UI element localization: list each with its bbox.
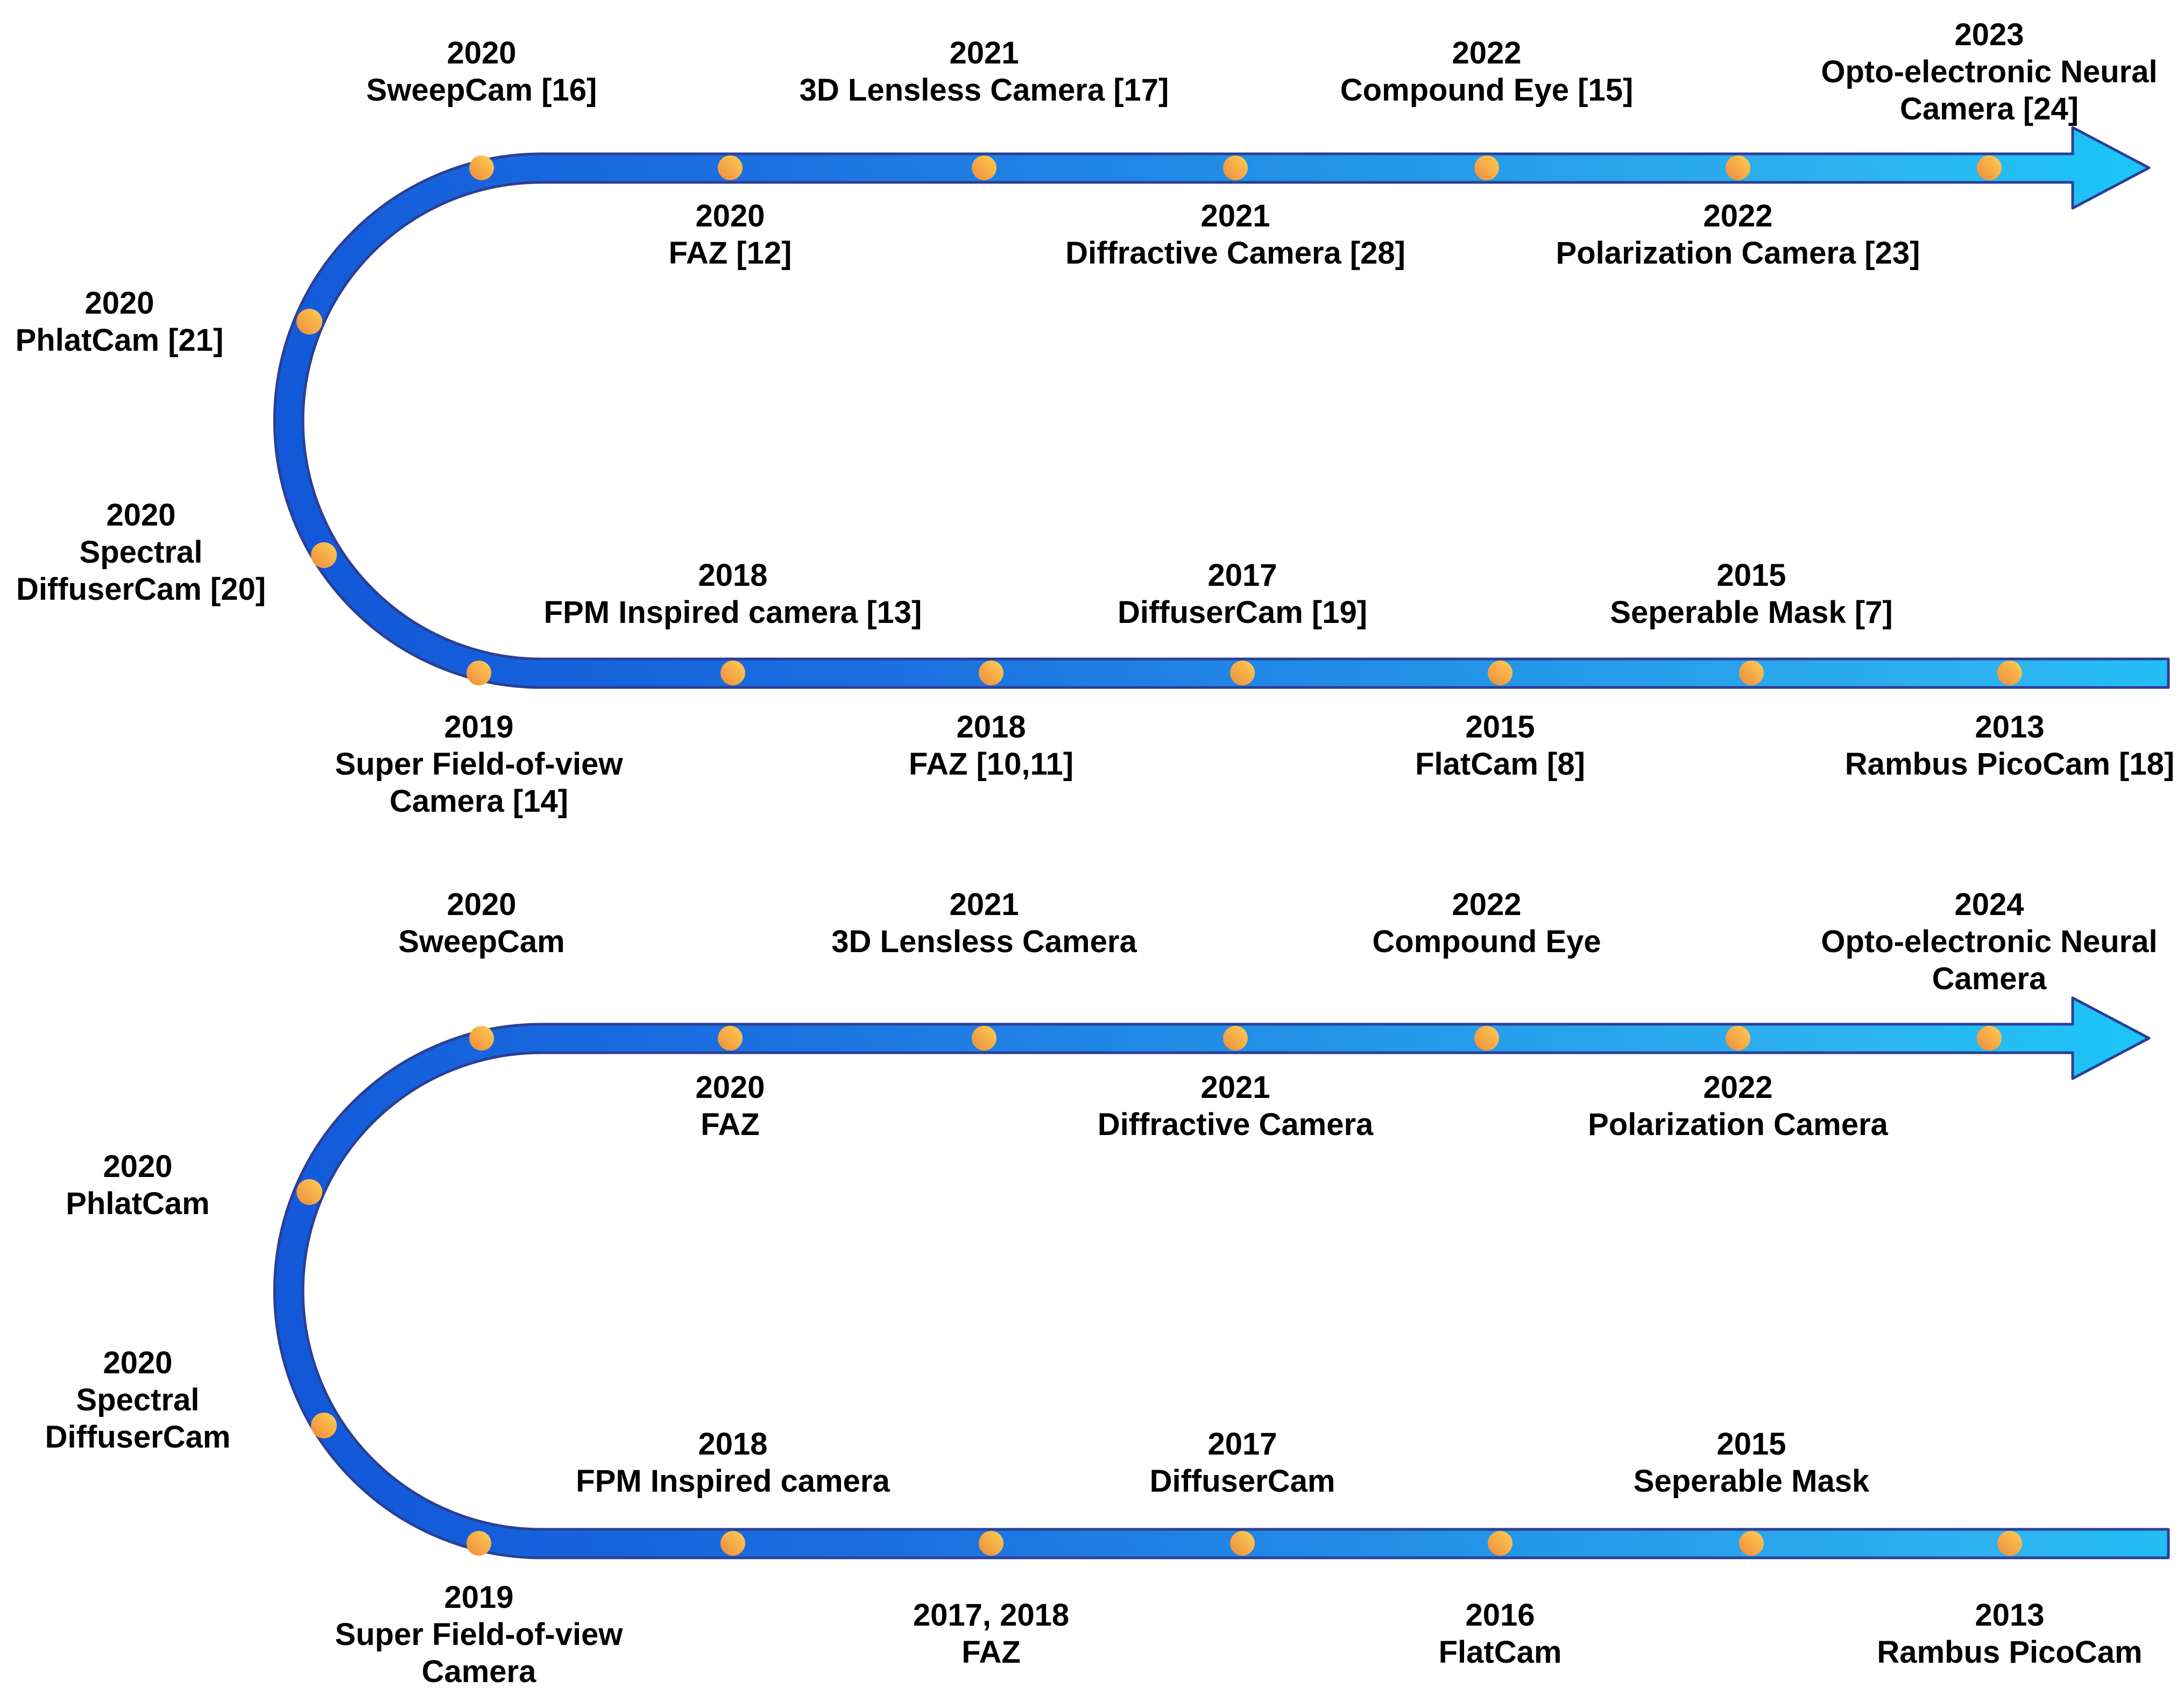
timeline-dots-2 xyxy=(296,1026,2022,1556)
label-spectral-diffusercam: 2020 Spectral DiffuserCam [20] xyxy=(16,498,266,607)
label-sweepcam: 2020 SweepCam xyxy=(398,887,565,959)
label-diffractive-camera: 2021 Diffractive Camera [28] xyxy=(1065,198,1405,271)
label-3d-lensless-camera: 2021 3D Lensless Camera xyxy=(831,887,1137,959)
label-3d-lensless-camera: 2021 3D Lensless Camera [17] xyxy=(799,36,1169,108)
timeline-dot xyxy=(1977,1026,2002,1051)
label-diffusercam: 2017 DiffuserCam [19] xyxy=(1117,558,1368,630)
timeline-dot xyxy=(1977,155,2002,180)
timeline-dots-1 xyxy=(296,155,2022,685)
label-diffusercam: 2017 DiffuserCam xyxy=(1149,1427,1335,1499)
timeline-dot xyxy=(1726,1026,1750,1051)
timeline-dot xyxy=(296,309,322,335)
timeline-dot xyxy=(1488,1531,1512,1556)
label-flatcam: 2016 FlatCam xyxy=(1438,1598,1562,1670)
label-polarization-camera: 2022 Polarization Camera [23] xyxy=(1556,198,1920,271)
label-super-field-of-view-camera: 2019 Super Field-of-view Camera xyxy=(335,1580,623,1689)
timeline-dot xyxy=(979,1531,1003,1556)
label-compound-eye: 2022 Compound Eye [15] xyxy=(1340,36,1634,108)
timeline-dot xyxy=(1474,155,1499,180)
timeline-dot xyxy=(1739,661,1764,685)
timeline-dot xyxy=(467,1531,491,1556)
timeline-dot xyxy=(972,1026,996,1051)
timeline-dot xyxy=(1997,661,2022,685)
label-diffractive-camera: 2021 Diffractive Camera xyxy=(1097,1070,1374,1142)
label-faz-bottom: 2018 FAZ [10,11] xyxy=(908,710,1074,782)
timeline-dot xyxy=(469,1026,494,1051)
label-fpm-inspired-camera: 2018 FPM Inspired camera [13] xyxy=(543,558,922,630)
label-faz-top: 2020 FAZ [12] xyxy=(668,198,792,271)
timeline-dot xyxy=(311,542,337,568)
timeline-dot xyxy=(1230,1531,1255,1556)
timeline-dot xyxy=(720,661,745,685)
label-fpm-inspired-camera: 2018 FPM Inspired camera xyxy=(576,1427,890,1499)
label-super-field-of-view-camera: 2019 Super Field-of-view Camera [14] xyxy=(335,710,623,819)
label-phlatcam: 2020 PhlatCam [21] xyxy=(15,286,224,358)
label-spectral-diffusercam: 2020 Spectral DiffuserCam xyxy=(45,1345,231,1455)
timeline-dot xyxy=(469,155,494,180)
label-rambus-picocam: 2013 Rambus PicoCam [18] xyxy=(1844,710,2175,782)
timeline-dot xyxy=(1474,1026,1499,1051)
timeline-dot xyxy=(311,1413,337,1438)
timeline-dot xyxy=(1223,1026,1248,1051)
timeline-dot xyxy=(1997,1531,2022,1556)
timeline-dot xyxy=(1726,155,1750,180)
label-opto-electronic-neural-camera: 2024 Opto-electronic Neural Camera xyxy=(1821,887,2158,996)
label-seperable-mask: 2015 Seperable Mask [7] xyxy=(1610,558,1893,630)
timeline-dot xyxy=(718,155,743,180)
label-seperable-mask: 2015 Seperable Mask xyxy=(1633,1427,1870,1499)
timeline-dot xyxy=(718,1026,743,1051)
label-faz-top: 2020 FAZ xyxy=(695,1070,765,1142)
timeline-dot xyxy=(296,1179,322,1205)
label-rambus-picocam: 2013 Rambus PicoCam xyxy=(1877,1598,2143,1670)
label-polarization-camera: 2022 Polarization Camera xyxy=(1588,1070,1888,1142)
label-compound-eye: 2022 Compound Eye xyxy=(1372,887,1601,959)
label-flatcam: 2015 FlatCam [8] xyxy=(1415,710,1585,782)
timeline-dot xyxy=(972,155,996,180)
timeline-dot xyxy=(1230,661,1255,685)
label-sweepcam: 2020 SweepCam [16] xyxy=(366,36,597,108)
label-faz-bottom: 2017, 2018 FAZ xyxy=(913,1598,1070,1670)
timeline-dot xyxy=(467,661,491,685)
timeline-dot xyxy=(979,661,1003,685)
timeline-dot xyxy=(1223,155,1248,180)
label-phlatcam: 2020 PhlatCam xyxy=(66,1149,210,1221)
timeline-dot xyxy=(1739,1531,1764,1556)
label-opto-electronic-neural-camera: 2023 Opto-electronic Neural Camera [24] xyxy=(1821,17,2158,126)
timeline-dot xyxy=(1488,661,1512,685)
timeline-dot xyxy=(720,1531,745,1556)
